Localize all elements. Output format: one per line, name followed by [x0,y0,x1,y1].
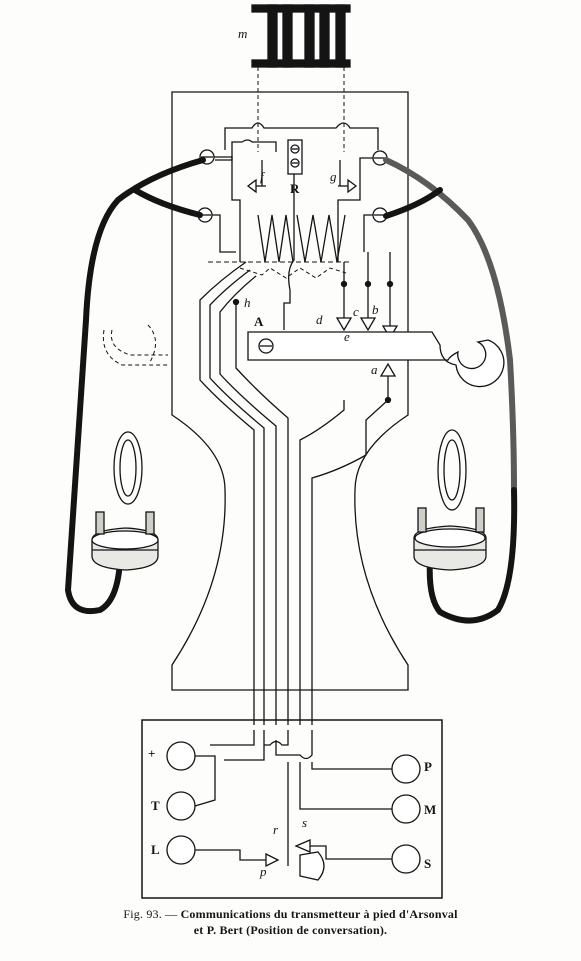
caption-line-1: Fig. 93. — Communications du transmetteu… [0,906,581,922]
label-p: p [259,864,267,879]
label-s: s [302,815,307,830]
left-receiver-cord [64,157,206,614]
label-M: M [424,802,436,817]
label-m: m [238,26,247,41]
figure-caption: Fig. 93. — Communications du transmetteu… [0,906,581,938]
label-e: e [344,329,350,344]
label-h: h [244,295,251,310]
label-T: T [151,798,160,813]
caption-title: Communications du transmetteur à pied d'… [180,907,458,921]
label-plus: + [148,746,155,761]
terminal-M [391,794,421,824]
terminal-L [166,835,196,865]
label-b: b [372,302,379,317]
label-S: S [424,856,431,871]
left-receiver [91,431,159,571]
terminal-plus [166,741,196,771]
resistor-R [287,139,303,175]
label-R: R [290,181,300,196]
junction-box [141,719,443,899]
label-c: c [353,304,359,319]
magnet-m [251,4,351,152]
caption-fig-number: Fig. 93. — [123,907,178,921]
stand-outline [171,91,409,691]
terminal-S [391,844,421,874]
label-g: g [330,169,337,184]
contact-f [246,160,266,194]
right-receiver-cord [383,157,517,493]
right-receiver [413,429,487,571]
terminal-P [391,754,421,784]
contact-c [359,317,377,332]
contact-d [335,317,353,332]
caption-line-2: et P. Bert (Position de conversation). [193,923,388,937]
coil-left [257,214,294,263]
label-r: r [273,822,279,837]
terminal-T [166,791,196,821]
label-L: L [151,842,160,857]
label-d: d [316,312,323,327]
hook-lever-A [247,331,505,388]
contact-a [379,362,397,377]
contact-g [338,160,358,194]
label-P: P [424,759,432,774]
label-A: A [254,314,264,329]
label-f: f [260,169,266,184]
label-a: a [371,362,378,377]
